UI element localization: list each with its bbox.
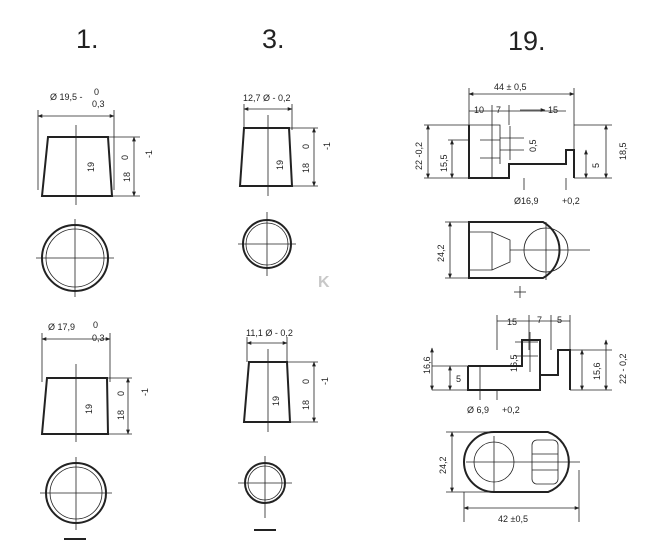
heading-19: 19. <box>508 26 546 56</box>
seg3-label: 15 <box>548 105 558 115</box>
right-inner-label: 15,6 <box>592 362 602 380</box>
heading-3: 3. <box>262 24 285 54</box>
right-height-label: 22 - 0,2 <box>618 353 628 384</box>
hole-label: Ø16,9 <box>514 196 539 206</box>
part-19b-plan-view: 24,2 42 ±0,5 <box>438 431 580 524</box>
height-tol-upper: 0 <box>120 155 130 160</box>
part-19b-side-view: 15 7 5 16,5 16,6 5 15,6 22 - 0,2 Ø 6,9 +… <box>422 315 628 415</box>
seg1-label: 15 <box>507 317 517 327</box>
plan-height-label: 24,2 <box>436 244 446 262</box>
plan-outline <box>468 221 561 279</box>
column-3: 3. 12,7 Ø - 0,2 19 18 0 -1 <box>238 24 332 531</box>
part-1a-top-view <box>36 219 114 297</box>
step-label: 5 <box>456 374 461 384</box>
height-tol-lower: -1 <box>140 388 150 396</box>
part-3a-side-view: 12,7 Ø - 0,2 19 18 0 -1 <box>238 93 332 196</box>
height-tol-lower: -1 <box>322 142 332 150</box>
diameter-label: 11,1 Ø - 0,2 <box>246 328 293 338</box>
diameter-label: Ø 17,9 <box>48 322 75 332</box>
part-19a-plan-view: 24,2 <box>436 221 590 298</box>
height-label: 18 <box>301 400 311 410</box>
part-profile-outline <box>467 339 571 391</box>
clip-detail <box>469 231 511 271</box>
tol-upper: 0 <box>94 87 99 97</box>
part-3b-side-view: 11,1 Ø - 0,2 19 18 0 -1 <box>242 328 330 432</box>
seg3-label: 5 <box>557 315 562 325</box>
height-tol-lower: -1 <box>144 150 154 158</box>
height-tol-upper: 0 <box>301 144 311 149</box>
watermark-logo: K <box>318 274 330 291</box>
inner-height: 19 <box>271 396 281 406</box>
column-19: 19. 44 ± 0,5 10 7 15 0,5 22 <box>414 26 628 524</box>
inner-height: 19 <box>86 162 96 172</box>
height-label: 18 <box>122 172 132 182</box>
part-1b-side-view: Ø 17,9 0 0,3 19 18 0 -1 <box>40 320 150 442</box>
part-outline <box>242 361 292 423</box>
part-3a-top-view <box>238 212 296 276</box>
hole-label: Ø 6,9 <box>467 405 489 415</box>
inner-label: 16,5 <box>509 354 519 372</box>
part-profile-inner <box>469 124 501 178</box>
part-19a-side-view: 44 ± 0,5 10 7 15 0,5 22 -0,2 15,5 <box>414 82 628 206</box>
height-tol-upper: 0 <box>116 391 126 396</box>
left-height-label: 16,6 <box>422 356 432 374</box>
height-tol-upper: 0 <box>301 379 311 384</box>
diameter-label: Ø 19,5 - <box>50 92 83 102</box>
hole-tol: +0,2 <box>562 196 580 206</box>
part-3b-top-view <box>238 456 292 531</box>
tol-lower: 0,3 <box>92 99 105 109</box>
offset-label: 0,5 <box>528 139 538 152</box>
hole-tol: +0,2 <box>502 405 520 415</box>
width-label: 44 ± 0,5 <box>494 82 526 92</box>
tol-upper: 0 <box>93 320 98 330</box>
part-outline <box>40 377 110 435</box>
height-label: 18 <box>301 163 311 173</box>
part-1a-side-view: Ø 19,5 - 0 0,3 19 18 0 -1 <box>37 87 154 205</box>
column-1: 1. Ø 19,5 - 0 0,3 19 18 0 -1 <box>36 24 154 540</box>
height-label: 18 <box>116 410 126 420</box>
part-outline <box>238 127 294 187</box>
part-profile-outline <box>468 125 575 179</box>
tol-lower: 0,3 <box>92 333 105 343</box>
plan-height-label: 24,2 <box>438 456 448 474</box>
seg2-label: 7 <box>496 105 501 115</box>
inner-height-label: 15,5 <box>439 154 449 172</box>
part-outline <box>40 136 114 197</box>
heading-1: 1. <box>76 24 99 54</box>
seg2-label: 7 <box>537 315 542 325</box>
left-height-label: 22 -0,2 <box>414 142 424 170</box>
inner-height: 19 <box>84 404 94 414</box>
inner-height: 19 <box>275 160 285 170</box>
part-1b-top-view <box>40 457 112 540</box>
seg1-label: 10 <box>474 105 484 115</box>
diameter-label: 12,7 Ø - 0,2 <box>243 93 291 103</box>
right-height-label: 18,5 <box>618 142 628 160</box>
plan-width-label: 42 ±0,5 <box>498 514 528 524</box>
step-label: 5 <box>591 163 601 168</box>
height-tol-lower: -1 <box>320 377 330 385</box>
